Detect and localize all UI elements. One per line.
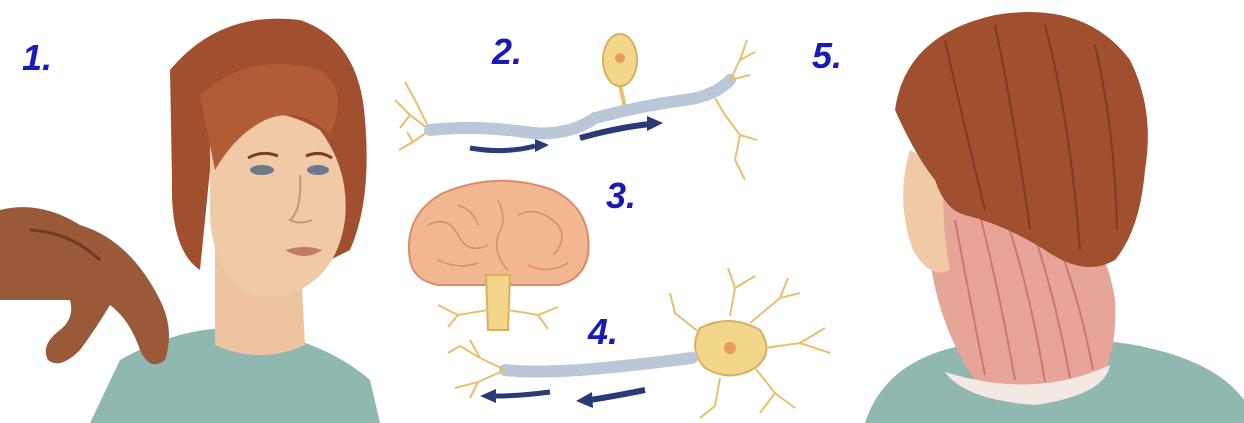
hand-shape xyxy=(0,207,169,364)
panel-touch-shoulder xyxy=(0,0,390,423)
panel-motor-neuron xyxy=(430,258,860,423)
axon-terminals-right xyxy=(715,40,757,180)
neuron-stalk xyxy=(620,85,625,108)
axon-left xyxy=(430,118,595,133)
eye-right xyxy=(307,165,329,175)
signal-arrow-1 xyxy=(470,146,535,151)
motor-neuron-illustration xyxy=(430,258,860,423)
motor-axon xyxy=(505,358,692,372)
step-label-5: 5. xyxy=(812,38,842,74)
panel-neck-muscles xyxy=(855,0,1244,423)
panel-sensory-neuron xyxy=(385,20,765,190)
motor-signal-arrow-2 xyxy=(495,392,550,396)
receptor-endings-left xyxy=(395,82,430,150)
motor-signal-arrowhead-1 xyxy=(576,392,593,408)
woman-back-illustration xyxy=(855,0,1244,423)
motor-signal-arrowhead-2 xyxy=(480,389,496,403)
motor-neuron-nucleus xyxy=(724,342,736,354)
signal-arrowhead-1 xyxy=(535,139,549,152)
neuron-nucleus xyxy=(615,53,625,63)
motor-signal-arrow-1 xyxy=(590,390,645,400)
motor-axon-terminals xyxy=(448,340,505,398)
sensory-neuron-illustration xyxy=(385,20,765,190)
eye-left xyxy=(250,165,274,175)
woman-front-illustration xyxy=(0,0,390,423)
signal-arrowhead-2 xyxy=(647,116,663,131)
